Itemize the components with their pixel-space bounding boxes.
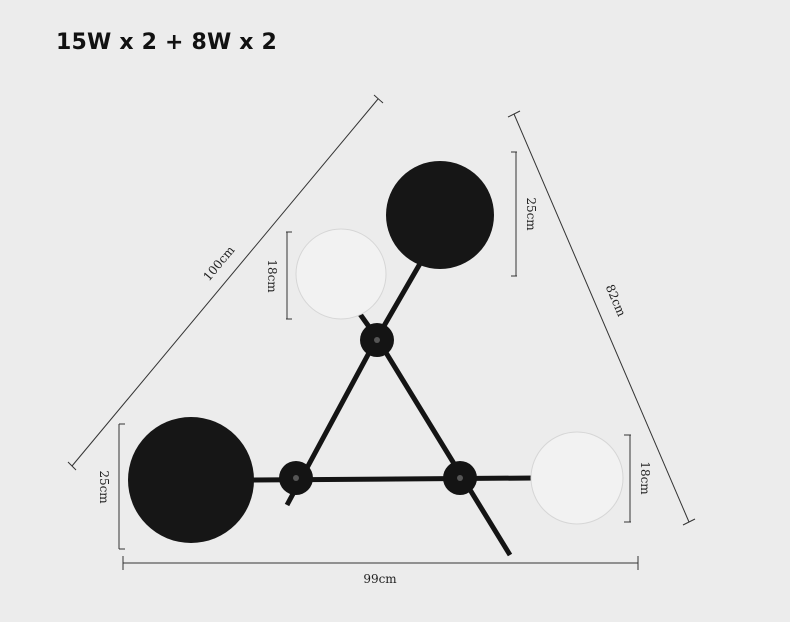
dimension-label-18cm-right: 18cm bbox=[638, 461, 652, 495]
dimension-black-disc-top: 25cm bbox=[511, 151, 538, 277]
white-disc-right bbox=[530, 431, 624, 525]
dimension-label-82cm: 82cm bbox=[603, 282, 629, 319]
frame-arm-top-disc bbox=[374, 253, 428, 340]
joint-left bbox=[279, 461, 313, 495]
joint-top bbox=[360, 323, 394, 357]
wattage-title: 15W x 2 + 8W x 2 bbox=[56, 30, 278, 55]
dimension-white-disc-right: 18cm bbox=[624, 434, 652, 523]
dimension-white-disc-left: 18cm bbox=[265, 231, 292, 320]
dimension-label-100cm: 100cm bbox=[200, 243, 237, 284]
dimension-label-25cm-top: 25cm bbox=[524, 197, 538, 231]
black-disc-left bbox=[128, 417, 254, 543]
dimension-bottom-width: 99cm bbox=[122, 556, 639, 586]
dimension-label-18cm-left: 18cm bbox=[265, 259, 279, 293]
black-disc-top bbox=[386, 161, 494, 269]
frame-arm-right bbox=[374, 336, 513, 557]
dimension-label-99cm: 99cm bbox=[363, 572, 397, 586]
dimension-black-disc-left: 25cm bbox=[97, 423, 125, 550]
dimension-label-25cm-left: 25cm bbox=[97, 470, 111, 504]
joint-right bbox=[443, 461, 477, 495]
white-disc-left bbox=[295, 228, 387, 320]
